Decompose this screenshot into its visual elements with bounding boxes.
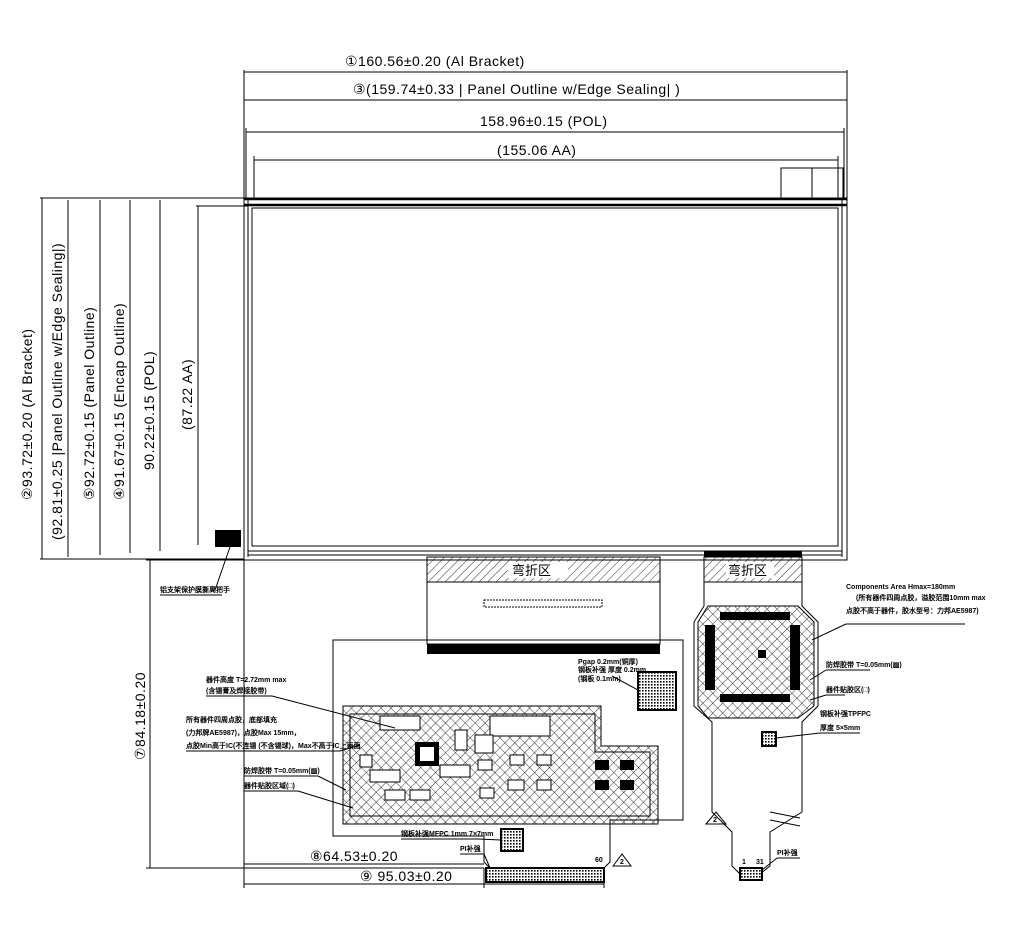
comp-height-note-2: (含锡膏及焊接胶带) <box>206 686 267 695</box>
pin-number-31: 31 <box>756 859 764 866</box>
tpfpc-note-1: 钢板补强TPFPC <box>820 709 871 718</box>
main-fpc: Pgap 0.2mm(铜厚) 钢板补强 厚度 0.2mm (钢板 0.1mm) … <box>332 639 684 883</box>
right-comp-area-1: Components Area Hmax=180mm <box>846 584 955 591</box>
dim-fpc-total: ⑨ 95.03±0.20 <box>360 868 452 884</box>
dim-pol-height: 90.22±0.15 (POL) <box>141 351 157 470</box>
top-dimensions: ①160.56±0.20 (Al Bracket) ③(159.74±0.33 … <box>243 53 848 200</box>
revision-triangle <box>612 853 632 867</box>
touch-fpc-notes: Components Area Hmax=180mm (所有器件四周点胶，溢胶范… <box>761 584 986 871</box>
bend-zone-left: 弯折区 <box>426 556 661 654</box>
bend-label-left: 弯折区 <box>512 563 551 579</box>
bend-label-right: 弯折区 <box>728 563 767 579</box>
comp-area-note: 器件贴胶区域(□) <box>243 781 295 790</box>
pin-number-1: 1 <box>742 859 746 866</box>
bottom-dimensions: ⑦84.18±0.20 ⑧64.53±0.20 ⑨ 95.03±0.20 <box>132 559 605 888</box>
bracket-handle <box>215 530 241 547</box>
touch-fpc: 1 31 2 <box>693 581 819 881</box>
svg-text:2: 2 <box>620 859 624 866</box>
right-tape-note: 防焊胶带 T=0.05mm(▨) <box>826 660 902 669</box>
dim-panel-outline-width: ③(159.74±0.33 | Panel Outline w/Edge Sea… <box>353 81 680 97</box>
mid-note-2: 钢板补强 厚度 0.2mm <box>578 665 646 674</box>
tape-note: 防焊胶带 T=0.05mm(▨) <box>244 766 320 775</box>
glue-note-1: 所有器件四周点胶，底部填充 <box>186 715 277 724</box>
tpfpc-note-2: 厚度 5×5mm <box>820 723 860 732</box>
bend-zone-right: 弯折区 <box>703 551 803 583</box>
mid-note-3: (钢板 0.1mm) <box>578 674 621 683</box>
main-fpc-notes: 器件高度 T=2.72mm max (含锡膏及焊接胶带) 所有器件四周点胶，底部… <box>186 675 502 869</box>
dim-al-bracket-width: ①160.56±0.20 (Al Bracket) <box>345 53 525 69</box>
mid-note-1: Pgap 0.2mm(铜厚) <box>578 657 638 666</box>
pi-stiffener-right: PI补强 <box>777 848 798 857</box>
right-area-note: 器件贴胶区(□) <box>825 685 870 694</box>
dim-aa-width: (155.06 AA) <box>497 142 576 158</box>
pi-stiffener-left: PI补强 <box>460 844 481 853</box>
right-comp-area-3: 点胶不高于器件，胶水型号：力邦AE5987) <box>846 606 979 615</box>
glue-note-3: 点胶Min高于IC(不连锡 (不含锡球)，Max不高于IC上表面 <box>186 741 361 750</box>
active-area <box>251 207 839 547</box>
dim-al-bracket-height: ②93.72±0.20 (Al Bracket) <box>19 328 35 500</box>
dim-fpc-height: ⑦84.18±0.20 <box>132 672 148 760</box>
dim-fpc-offset: ⑧64.53±0.20 <box>310 848 398 864</box>
stiffener-main-note: 钢板补强MFPC 1mm 7×7mm <box>401 829 493 838</box>
dim-edge-sealing-height: (92.81±0.25 |Panel Outline w/Edge Sealin… <box>49 243 65 540</box>
dim-panel-outline-height: ⑤92.72±0.15 (Panel Outline) <box>81 307 97 500</box>
right-comp-area-2: (所有器件四周点胶，溢胶范围10mm max <box>856 593 986 602</box>
dim-pol-width: 158.96±0.15 (POL) <box>480 113 607 129</box>
fpc-components <box>359 715 634 801</box>
glue-note-2: (力邦牌AE5987)，点胶Max 15mm， <box>186 728 301 737</box>
dim-aa-height: (87.22 AA) <box>179 359 195 430</box>
bracket-note: 铝支架保护膜撕离把手 <box>160 585 230 594</box>
comp-height-note: 器件高度 T=2.72mm max <box>205 675 286 684</box>
display-panel: 铝支架保护膜撕离把手 <box>160 167 848 596</box>
left-dimensions: ②93.72±0.20 (Al Bracket) (92.81±0.25 |Pa… <box>19 197 248 560</box>
svg-text:2: 2 <box>713 817 717 824</box>
dim-encap-outline-height: ④91.67±0.15 (Encap Outline) <box>111 303 127 500</box>
revision-triangle-right <box>704 811 728 825</box>
pin-number-60: 60 <box>595 857 603 864</box>
